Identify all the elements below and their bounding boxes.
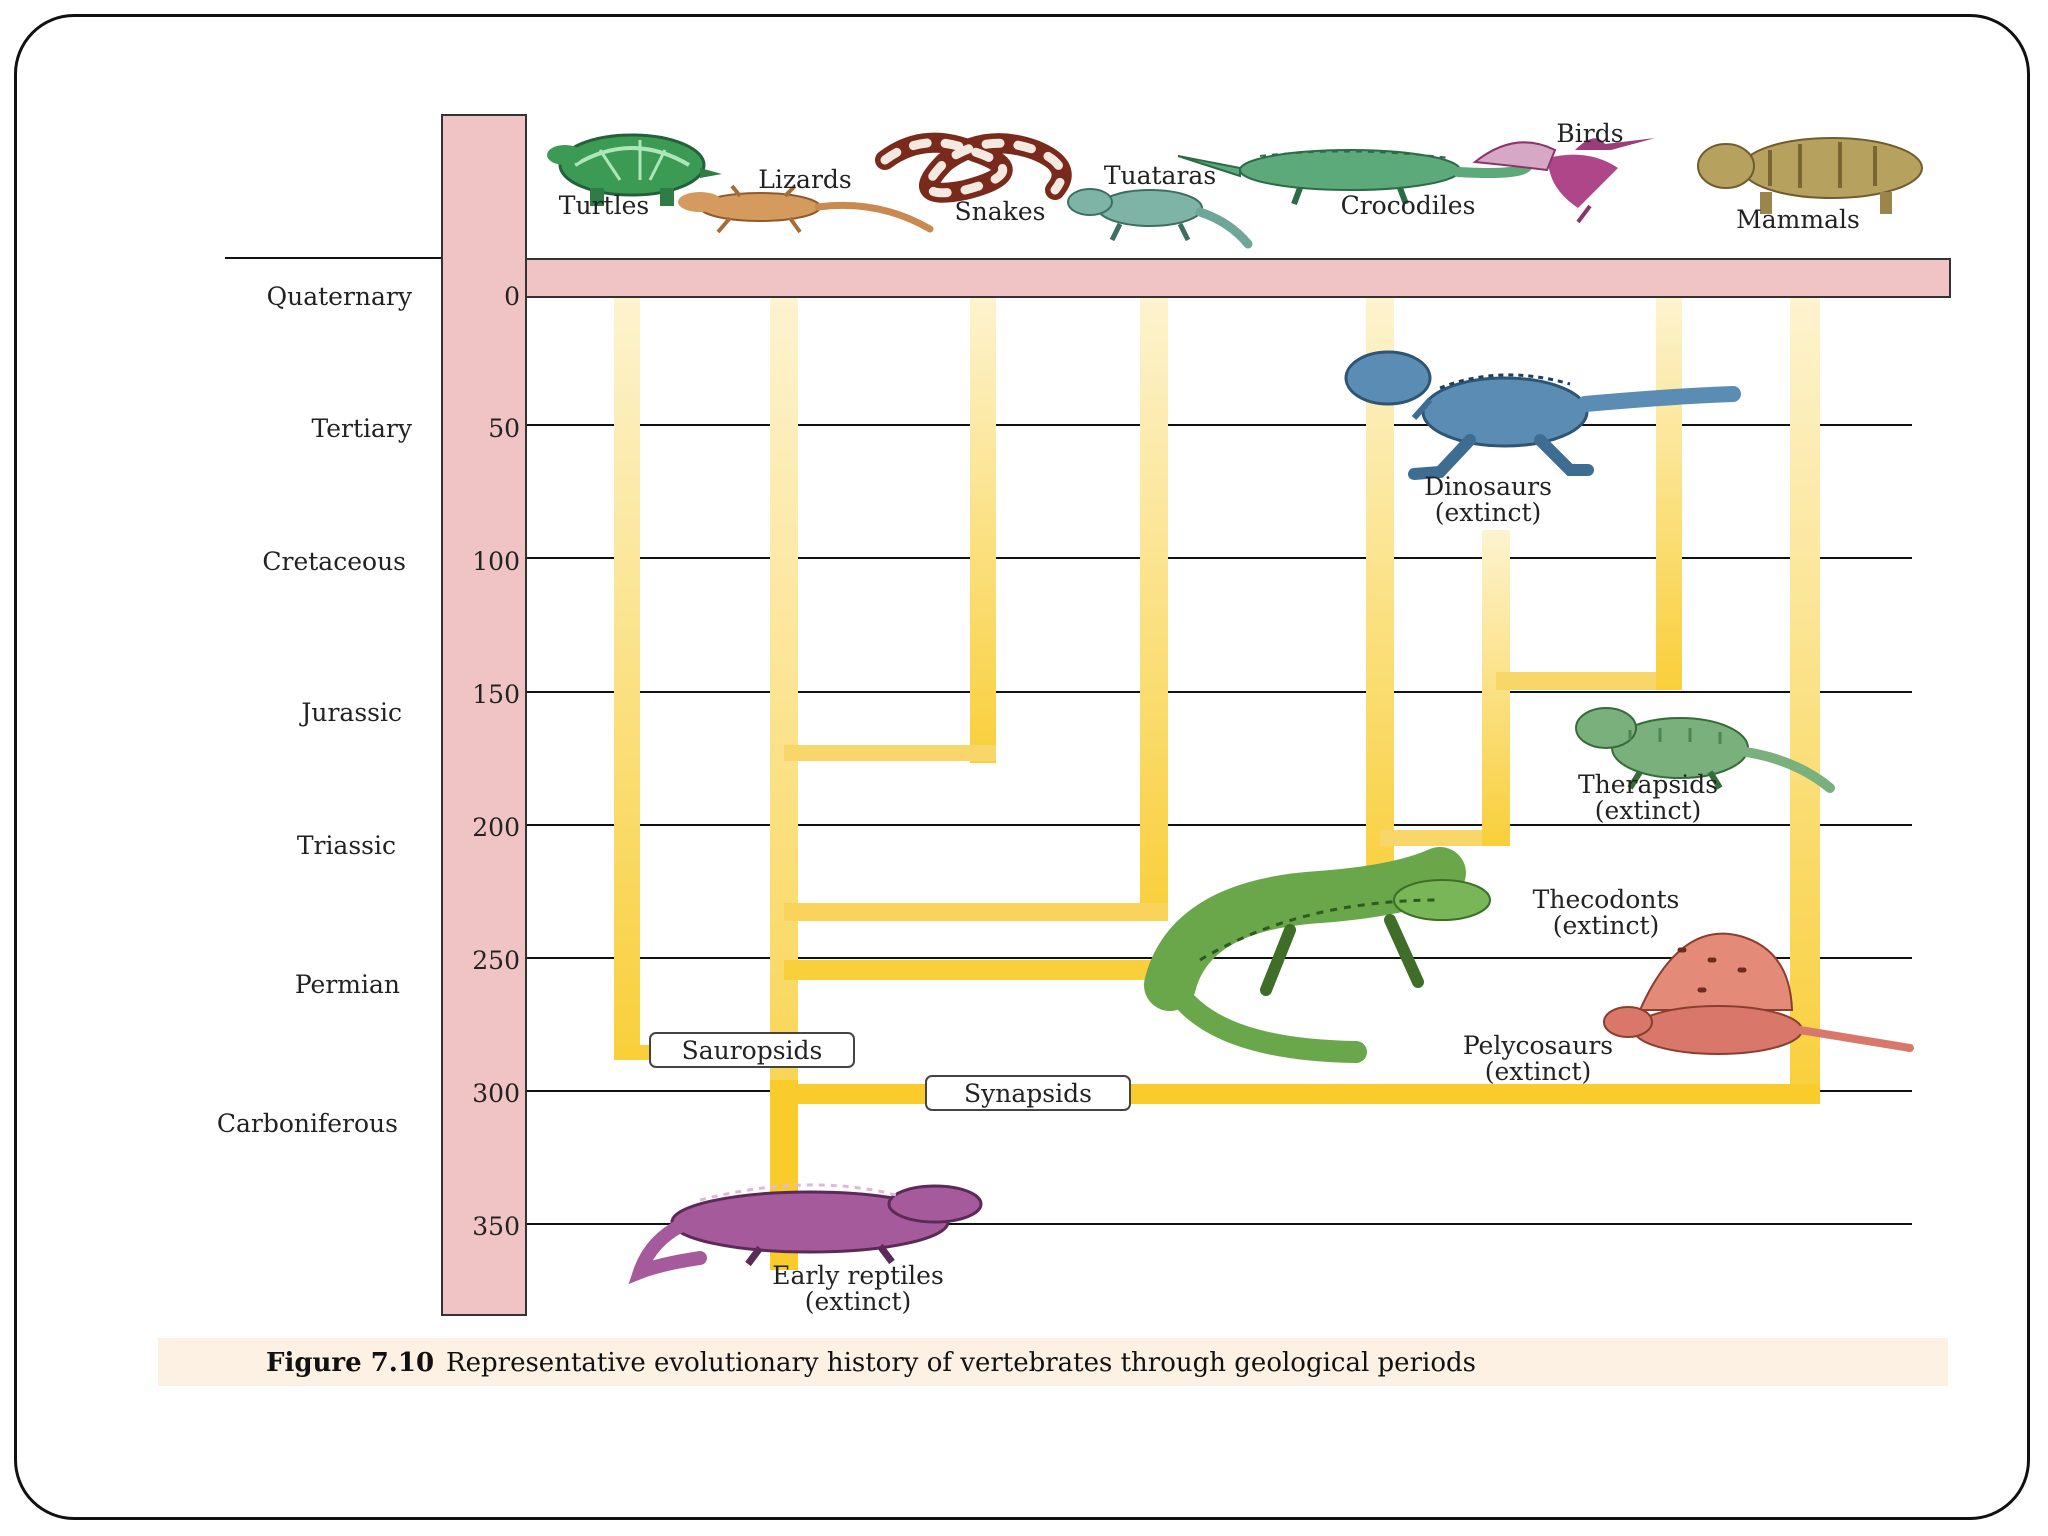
tick-200: 200 [472,813,520,842]
turtle-icon [547,133,722,206]
early-reptile-icon [628,1183,983,1285]
phylogeny-branches [614,298,1820,1270]
lizard-icon [678,184,934,234]
tick-300: 300 [472,1079,520,1108]
branch-mammals [1790,298,1820,1104]
present-day-bar [525,258,1951,298]
period-triassic: Triassic [297,831,396,860]
branch-archosaurs-join [784,960,1164,980]
sauropsids-tag-box [649,1032,855,1068]
slide-frame [14,14,2030,1520]
branch-birds-join [1496,672,1680,690]
label-pelycosaurs-extinct: (extinct) [1485,1057,1592,1086]
label-tuataras: Tuataras [1104,161,1216,190]
caption-background [158,1338,1948,1386]
tick-50: 50 [488,414,520,443]
label-early-reptiles-extinct: (extinct) [805,1287,912,1316]
bird-icon [1472,138,1655,224]
label-thecodonts: Thecodonts [1533,885,1680,914]
mammal-icon [1697,137,1923,214]
label-therapsids: Therapsids [1578,770,1718,799]
branch-tuataras-join [784,903,1168,921]
label-turtles: Turtles [559,191,649,220]
synapsids-tag: Synapsids [964,1079,1092,1108]
timeline-bar [441,114,527,1316]
caption-description: Representative evolutionary history of v… [446,1348,1476,1378]
figure-caption: Figure 7.10 Representative evolutionary h… [158,1338,1948,1386]
branch-birds [1656,298,1682,690]
tuatara-icon [1067,188,1253,249]
branch-snakes-join [784,745,996,761]
branch-turtles [614,298,640,1060]
branch-dino-join [1380,830,1496,846]
period-carboniferous: Carboniferous [217,1109,398,1138]
tick-150: 150 [472,680,520,709]
sauropsids-tag: Sauropsids [682,1036,823,1065]
period-labels: Quaternary Tertiary Cretaceous Jurassic … [217,282,413,1138]
label-crocodiles: Crocodiles [1341,191,1476,220]
period-jurassic: Jurassic [298,698,402,727]
tick-0: 0 [504,282,520,311]
label-birds: Birds [1556,119,1623,148]
animal-illustrations [547,132,1923,1285]
period-cretaceous: Cretaceous [262,547,406,576]
label-dinosaurs-extinct: (extinct) [1435,498,1542,527]
snake-icon [875,132,1072,203]
tick-350: 350 [472,1212,520,1241]
label-pelycosaurs: Pelycosaurs [1463,1031,1613,1060]
therapsid-icon [1575,707,1835,793]
thecodont-icon [1144,847,1491,1063]
branch-tuataras [1140,298,1168,920]
timeline-ticks: 0 50 100 150 200 250 300 350 [472,282,520,1241]
extinct-group-labels: Dinosaurs (extinct) Therapsids (extinct)… [772,472,1718,1316]
period-quaternary: Quaternary [267,282,413,311]
living-group-labels: Turtles Lizards Snakes Tuataras Crocodil… [559,119,1860,234]
gridlines [525,424,1912,1225]
clade-tags: Sauropsids Synapsids [649,1032,1131,1111]
label-early-reptiles: Early reptiles [772,1261,944,1290]
dinosaur-icon [1344,350,1741,480]
label-lizards: Lizards [758,165,851,194]
caption-label: Figure 7.10 [266,1348,434,1378]
branch-snakes [970,298,996,763]
synapsids-tag-box [925,1075,1131,1111]
period-permian: Permian [295,970,400,999]
label-mammals: Mammals [1736,205,1860,234]
tick-100: 100 [472,547,520,576]
label-therapsids-extinct: (extinct) [1595,796,1702,825]
label-thecodonts-extinct: (extinct) [1553,911,1660,940]
label-snakes: Snakes [955,197,1046,226]
pelycosaur-icon [1603,932,1914,1055]
caption-text: Figure 7.10 Representative evolutionary h… [266,1348,1476,1378]
label-dinosaurs: Dinosaurs [1424,472,1552,501]
tick-250: 250 [472,946,520,975]
period-tertiary: Tertiary [311,414,412,443]
